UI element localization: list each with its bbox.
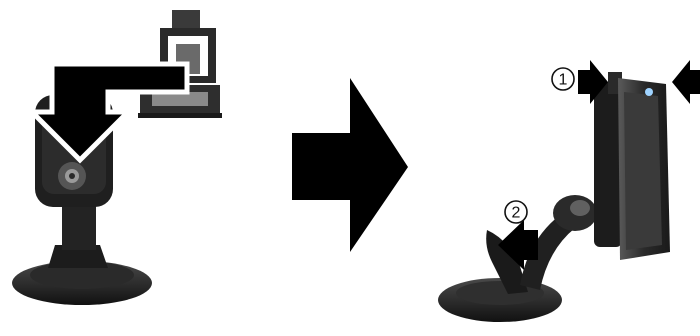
step-2-marker: 2 <box>505 201 527 223</box>
step-1-marker: 1 <box>552 68 574 90</box>
right-arrow-icon <box>292 78 408 252</box>
assembled-gps-mount <box>438 72 670 322</box>
step-2-label: 2 <box>512 205 521 222</box>
step-1-label: 1 <box>559 72 568 89</box>
